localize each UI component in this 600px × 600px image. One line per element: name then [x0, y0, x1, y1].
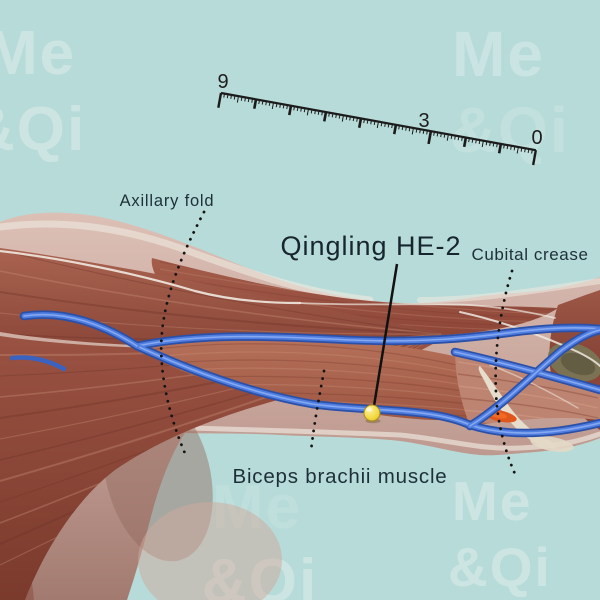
watermark-bottom-right: Me &Qi	[448, 470, 552, 598]
cephalic-vein	[136, 326, 600, 347]
arm-illustration	[0, 212, 600, 600]
basilic-vein	[136, 345, 600, 434]
annotations: Axillary fold Cubital crease Biceps brac…	[120, 192, 588, 488]
median-cubital-vein	[454, 351, 600, 391]
ruler-scale-line	[220, 91, 537, 152]
biceps-muscle-label: Biceps brachii muscle	[232, 465, 447, 488]
axillary-fold-label: Axillary fold	[120, 192, 215, 210]
biceps-muscle-shape	[142, 336, 552, 421]
axillary-vein	[23, 313, 138, 347]
ruler: 9 3 0	[217, 71, 543, 166]
watermark-text: Me	[452, 18, 545, 90]
watermark-text: &Qi	[450, 94, 570, 166]
nerve-white-line-2	[489, 364, 579, 409]
watermark-text: &Qi	[448, 536, 552, 598]
biceps-tendon-end	[530, 436, 574, 452]
ruler-label-0: 0	[531, 127, 542, 149]
ruler-label-3: 3	[418, 110, 429, 132]
clavicle-white-line	[0, 249, 302, 305]
point-title: Qingling HE-2	[280, 231, 461, 261]
watermark-text: Me	[452, 470, 532, 532]
watermark-text: Me	[0, 19, 76, 88]
pectoralis-muscle-lower	[0, 335, 447, 600]
small-vein	[9, 355, 67, 372]
biceps-dotted-line	[309, 369, 326, 453]
point-pointer-line	[372, 263, 399, 407]
cubital-crease-label: Cubital crease	[471, 245, 588, 264]
skin-highlight-top	[0, 220, 374, 304]
acupoint-marker	[363, 404, 381, 424]
ruler-label-9: 9	[217, 71, 228, 93]
ruler-tick-marks	[217, 92, 538, 166]
fascia-white-line	[299, 302, 556, 319]
watermark-top-left: Me &Qi	[0, 19, 86, 164]
acupoint-highlight	[366, 407, 372, 412]
chest-highlight	[138, 502, 282, 600]
skin-highlight-top-right	[417, 278, 600, 303]
acupoint-dot	[363, 404, 381, 422]
cubital-crease-dotted-line	[494, 269, 517, 476]
watermark-text: &Qi	[0, 95, 86, 164]
bone-cartilage-elbow-inner	[560, 352, 596, 376]
axillary-fold-dotted-line	[159, 210, 206, 460]
watermark-top-right: Me &Qi	[450, 18, 570, 166]
